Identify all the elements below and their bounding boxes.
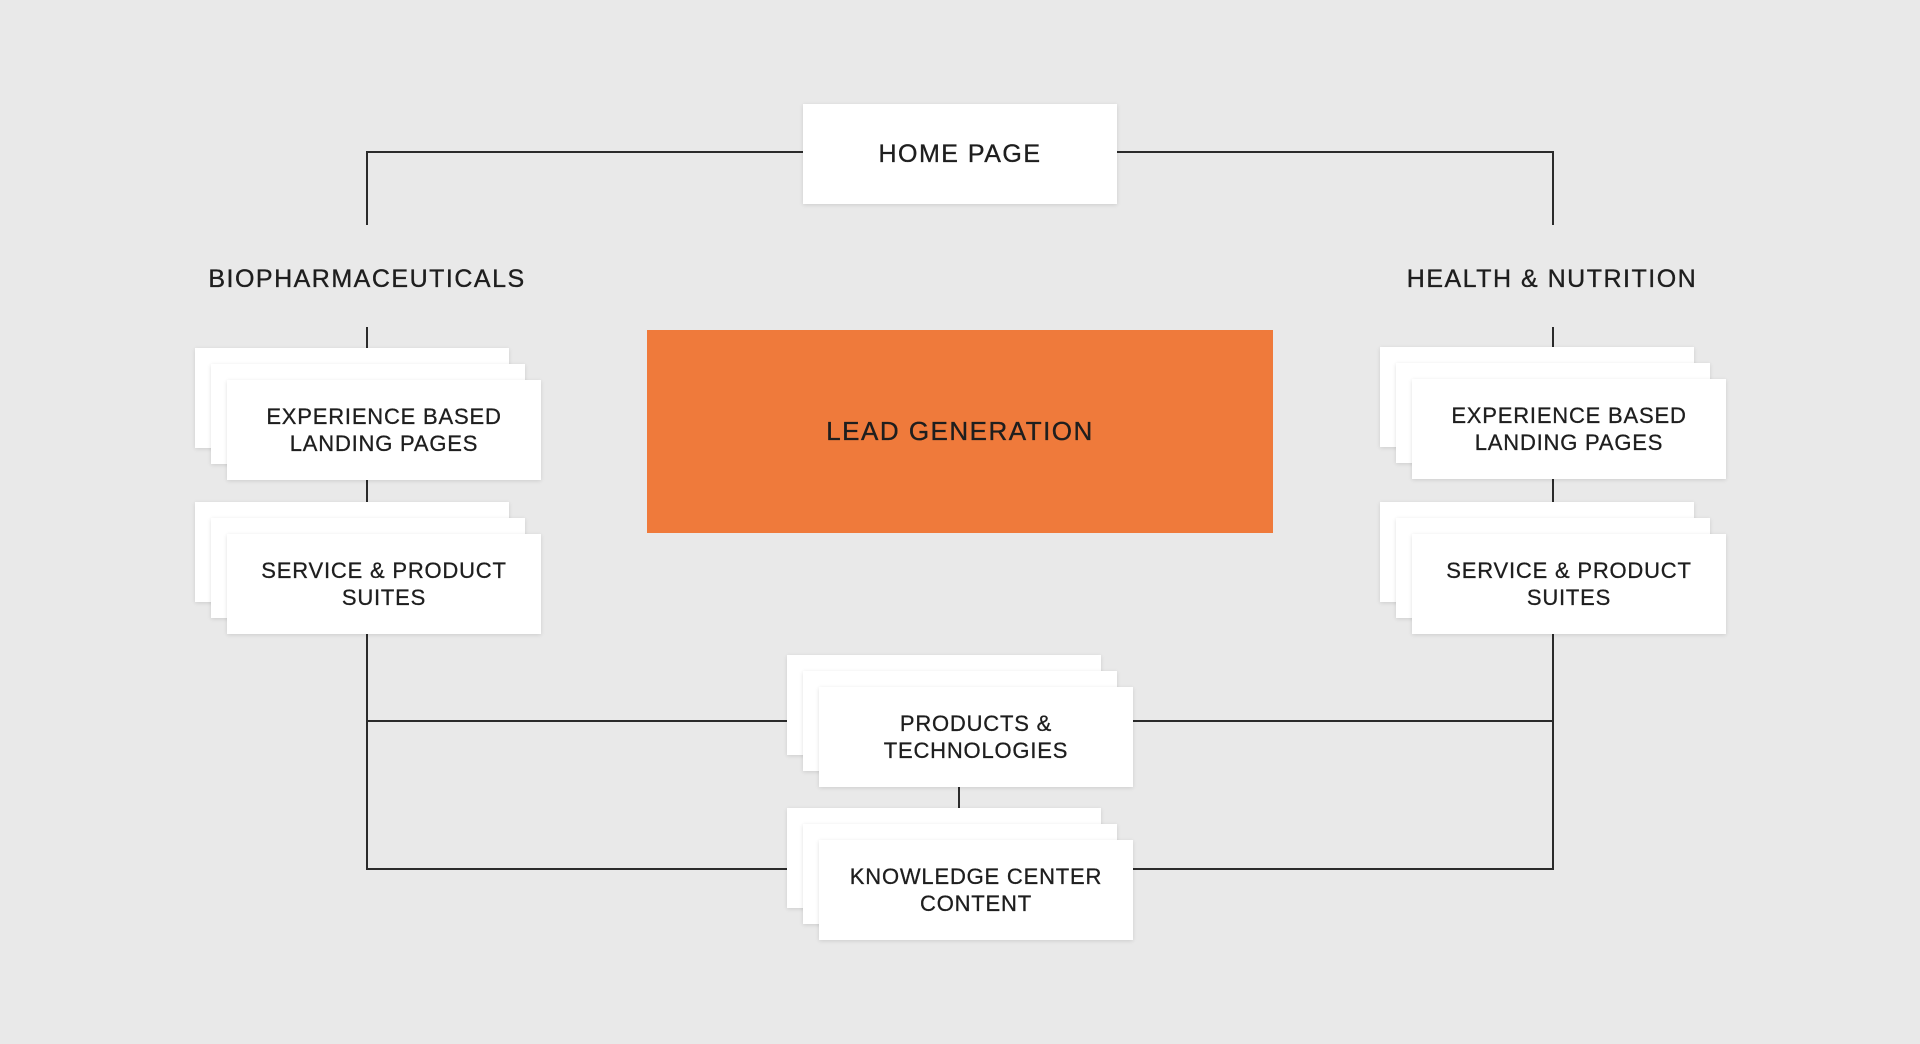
knowledge-center-stack: KNOWLEDGE CENTER CONTENT (787, 808, 1133, 940)
right-landing-pages-label: EXPERIENCE BASED LANDING PAGES (1451, 403, 1687, 455)
stack-front-card: EXPERIENCE BASED LANDING PAGES (227, 380, 541, 480)
connector-tick-left-1 (366, 327, 368, 349)
left-landing-pages-label: EXPERIENCE BASED LANDING PAGES (266, 404, 502, 456)
connector-line-left-vertical (366, 634, 368, 870)
products-technologies-label: PRODUCTS & TECHNOLOGIES (883, 711, 1069, 763)
stack-front-card: PRODUCTS & TECHNOLOGIES (819, 687, 1133, 787)
stack-front-card: EXPERIENCE BASED LANDING PAGES (1412, 379, 1726, 479)
home-page-node: HOME PAGE (803, 104, 1117, 204)
connector-line-left-drop (366, 151, 368, 225)
knowledge-center-label: KNOWLEDGE CENTER CONTENT (849, 864, 1103, 916)
right-landing-pages-stack: EXPERIENCE BASED LANDING PAGES (1380, 347, 1726, 479)
left-landing-pages-stack: EXPERIENCE BASED LANDING PAGES (195, 348, 541, 480)
connector-line-right-drop (1552, 151, 1554, 225)
lead-generation-box: LEAD GENERATION (647, 330, 1273, 533)
home-page-label: HOME PAGE (878, 139, 1042, 168)
stack-front-card: SERVICE & PRODUCT SUITES (227, 534, 541, 634)
right-service-suites-label: SERVICE & PRODUCT SUITES (1446, 558, 1692, 610)
left-service-suites-label: SERVICE & PRODUCT SUITES (261, 558, 507, 610)
stack-front-card: SERVICE & PRODUCT SUITES (1412, 534, 1726, 634)
connector-tick-right-2 (1552, 478, 1554, 503)
connector-line-right-vertical (1552, 634, 1554, 870)
connector-tick-right-1 (1552, 327, 1554, 349)
connector-tick-left-2 (366, 478, 368, 503)
stack-front-card: KNOWLEDGE CENTER CONTENT (819, 840, 1133, 940)
products-technologies-stack: PRODUCTS & TECHNOLOGIES (787, 655, 1133, 787)
lead-generation-label: LEAD GENERATION (826, 416, 1094, 446)
right-service-suites-stack: SERVICE & PRODUCT SUITES (1380, 502, 1726, 634)
left-service-suites-stack: SERVICE & PRODUCT SUITES (195, 502, 541, 634)
connector-tick-center (958, 787, 960, 808)
health-nutrition-label: HEALTH & NUTRITION (1406, 265, 1698, 293)
biopharmaceuticals-label: BIOPHARMACEUTICALS (208, 265, 526, 293)
